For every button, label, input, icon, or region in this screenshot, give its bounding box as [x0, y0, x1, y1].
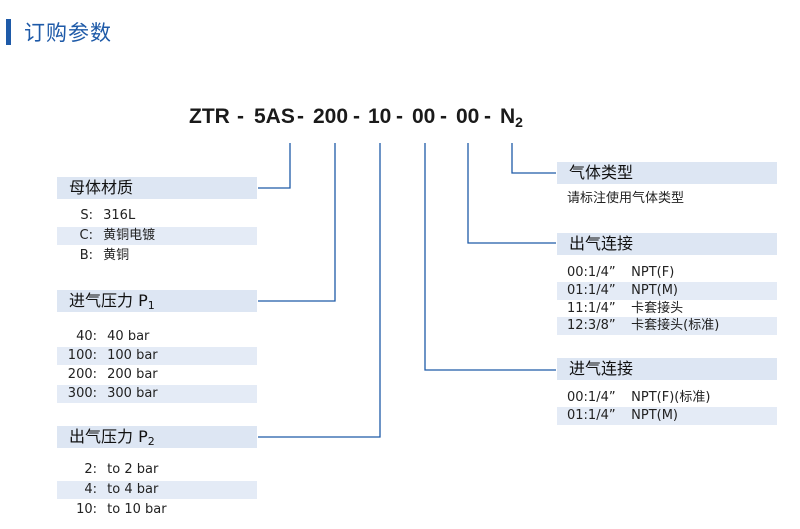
connector-gas: [511, 143, 556, 174]
p1-row: 300: 300 bar: [57, 385, 257, 403]
p1-row-value: 300 bar: [107, 386, 158, 401]
outlet-row: 12:3/8” 卡套接头(标准): [557, 317, 777, 335]
p2-row-value: to 2 bar: [107, 462, 159, 477]
outlet-row-key: 12:3/8”: [567, 318, 616, 333]
p2-row: 4: to 4 bar: [57, 481, 257, 499]
connector-outlet: [467, 143, 556, 244]
material-row: C: 黄铜电镀: [57, 227, 257, 245]
material-row-key: B:: [79, 248, 93, 263]
inlet-row-value: NPT(F)(标准): [631, 390, 711, 405]
title-accent-bar: [6, 19, 11, 45]
p1-row-key: 40:: [76, 329, 97, 344]
code-sep: -: [297, 105, 304, 128]
material-header: 母体材质: [57, 177, 257, 199]
inlet-row-value: NPT(M): [631, 408, 679, 423]
material-row: S: 316L: [57, 207, 257, 225]
outlet-row-key: 11:1/4”: [567, 301, 616, 316]
p1-row-key: 100:: [67, 348, 97, 363]
connector-p2: [258, 143, 381, 438]
p1-header-subscript: 1: [147, 299, 155, 312]
p2-row: 2: to 2 bar: [57, 461, 257, 479]
code-part-inlet: 00: [412, 105, 436, 128]
inlet-header: 进气连接: [557, 358, 777, 380]
p1-row: 40: 40 bar: [57, 328, 257, 346]
material-row-value: 316L: [103, 208, 136, 223]
p1-row: 200: 200 bar: [57, 366, 257, 384]
p1-row-value: 100 bar: [107, 348, 158, 363]
code-part-ztr: ZTR: [189, 105, 230, 128]
material-row-key: C:: [79, 228, 93, 243]
p2-header-text: 出气压力 P: [69, 427, 148, 446]
p2-header-subscript: 2: [147, 435, 155, 448]
inlet-row: 01:1/4” NPT(M): [557, 407, 777, 425]
p2-row-value: to 4 bar: [107, 482, 159, 497]
p2-row-key: 2:: [84, 462, 97, 477]
inlet-row-key: 01:1/4”: [567, 408, 616, 423]
inlet-row: 00:1/4” NPT(F)(标准): [557, 389, 777, 407]
inlet-row-key: 00:1/4”: [567, 390, 616, 405]
p1-row-key: 300:: [67, 386, 97, 401]
outlet-row: 11:1/4” 卡套接头: [557, 300, 777, 318]
p2-row-key: 4:: [84, 482, 97, 497]
p2-row-value: to 10 bar: [107, 502, 167, 517]
p2-row-key: 10:: [76, 502, 97, 517]
material-row: B: 黄铜: [57, 247, 257, 265]
p1-row-key: 200:: [67, 367, 97, 382]
code-part-outlet: 00: [456, 105, 480, 128]
code-part-material: 5AS: [254, 105, 295, 128]
connector-material: [258, 143, 291, 189]
outlet-row-key: 00:1/4”: [567, 265, 616, 280]
material-row-value: 黄铜: [103, 248, 130, 263]
connector-p1: [258, 143, 336, 302]
p2-header: 出气压力 P2: [57, 426, 257, 448]
outlet-row-value: NPT(F): [631, 265, 675, 280]
code-sep: -: [237, 105, 244, 128]
connector-inlet: [424, 143, 556, 371]
code-gas-letter: N: [500, 105, 516, 128]
code-part-p2: 10: [368, 105, 392, 128]
p1-header-text: 进气压力 P: [69, 291, 148, 310]
material-row-value: 黄铜电镀: [103, 228, 156, 243]
p1-header: 进气压力 P1: [57, 290, 257, 312]
gas-note: 请标注使用气体类型: [567, 191, 685, 206]
code-gas-subscript: 2: [515, 114, 523, 130]
outlet-row-value: 卡套接头(标准): [631, 318, 720, 333]
outlet-row-value: NPT(M): [631, 283, 679, 298]
material-row-key: S:: [80, 208, 93, 223]
p1-row-value: 200 bar: [107, 367, 158, 382]
outlet-row: 01:1/4” NPT(M): [557, 282, 777, 300]
outlet-header: 出气连接: [557, 233, 777, 255]
p1-row-value: 40 bar: [107, 329, 150, 344]
code-sep: -: [484, 105, 491, 128]
code-sep: -: [353, 105, 360, 128]
code-sep: -: [440, 105, 447, 128]
p2-row: 10: to 10 bar: [57, 501, 257, 519]
code-sep: -: [396, 105, 403, 128]
outlet-row-key: 01:1/4”: [567, 283, 616, 298]
outlet-row-value: 卡套接头: [631, 301, 684, 316]
code-part-p1: 200: [313, 105, 349, 128]
outlet-row: 00:1/4” NPT(F): [557, 264, 777, 282]
code-part-gas: N2: [500, 105, 523, 130]
gas-header: 气体类型: [557, 162, 777, 184]
page-title: 订购参数: [24, 21, 112, 45]
p1-row: 100: 100 bar: [57, 347, 257, 365]
